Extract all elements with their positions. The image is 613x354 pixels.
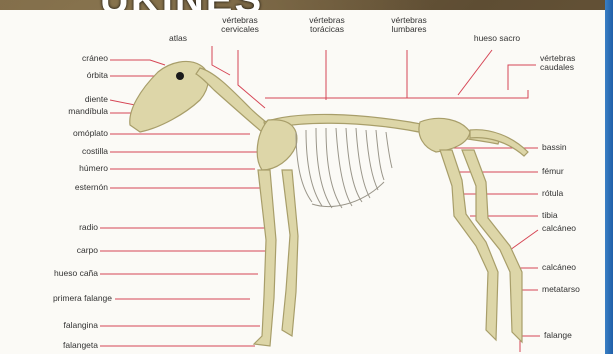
front-leg — [254, 170, 276, 346]
label-esternon: esternón — [20, 183, 108, 192]
scapula — [257, 120, 297, 170]
label-tibia: tibia — [542, 211, 558, 220]
label-omoplato: omóplato — [20, 129, 108, 138]
label-metatarso: metatarso — [542, 285, 580, 294]
label-falangeta: falangeta — [10, 341, 98, 350]
pelvis — [419, 118, 470, 152]
skull — [130, 61, 208, 132]
label-hueso-sacro: hueso sacro — [462, 34, 532, 43]
rib-cage — [296, 128, 392, 208]
label-vertebras-lumbares: vértebras lumbares — [374, 16, 444, 34]
label-falangina: falangina — [10, 321, 98, 330]
label-radio: radio — [10, 223, 98, 232]
hind-leg — [440, 150, 498, 340]
front-leg-back — [282, 170, 298, 336]
label-diente: diente — [20, 95, 108, 104]
label-vertebras-cervicales: vértebras cervicales — [205, 16, 275, 34]
neck-vertebrae — [196, 68, 268, 132]
eye-socket — [176, 72, 184, 80]
label-hueso-cana: hueso caña — [10, 269, 98, 278]
label-rotula: rótula — [542, 189, 563, 198]
leader-line-caudales — [508, 65, 536, 90]
diagram-panel: atlas vértebras cervicales vértebras tor… — [0, 10, 605, 354]
label-basin: bassin — [542, 143, 567, 152]
blue-edge-strip — [605, 0, 613, 354]
leader-line-sacro — [458, 50, 492, 95]
label-costilla: costilla — [20, 147, 108, 156]
leader-line-craneo — [110, 60, 165, 65]
leader-line-calcaneo — [510, 230, 538, 250]
label-vertebras-toracicas: vértebras torácicas — [292, 16, 362, 34]
leader-line-falange — [520, 320, 540, 352]
label-carpo: carpo — [10, 246, 98, 255]
label-femur: fémur — [542, 167, 564, 176]
label-vertebras-caudales: vértebras caudales — [540, 54, 575, 72]
label-humero: húmero — [20, 164, 108, 173]
label-primera-falange: primera falange — [0, 294, 112, 303]
label-atlas: atlas — [158, 34, 198, 43]
label-mandibula: mandíbula — [20, 107, 108, 116]
label-calcaneo-2: calcáneo — [542, 263, 576, 272]
leader-line-spine-bracket — [265, 90, 528, 98]
label-calcaneo: calcáneo — [542, 224, 576, 233]
label-craneo: cráneo — [20, 54, 108, 63]
label-orbita: órbita — [20, 71, 108, 80]
leader-line-atlas — [212, 46, 230, 75]
label-falange: falange — [544, 331, 572, 340]
